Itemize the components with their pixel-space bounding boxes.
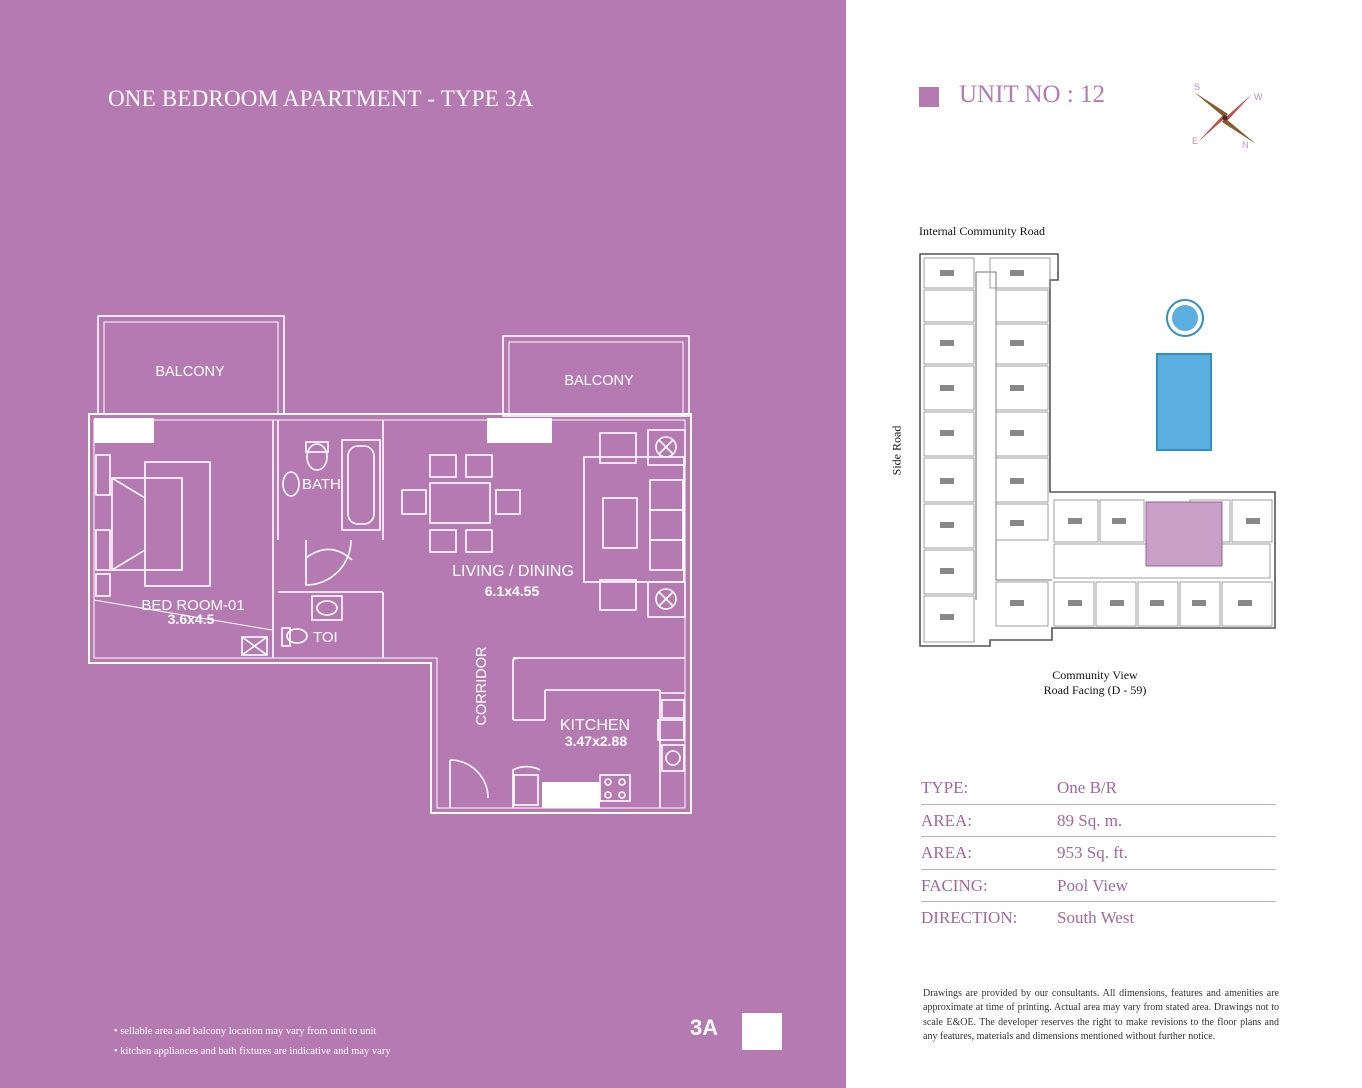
compass-icon: S W N E <box>1192 82 1263 150</box>
toilet-label: TOI <box>313 629 338 646</box>
spec-row-area-sqm: AREA: 89 Sq. m. <box>921 805 1276 837</box>
note-2: • kitchen appliances and bath fixtures a… <box>114 1046 391 1057</box>
bedroom-size: 3.6x4.5 <box>168 611 215 627</box>
kitchen-size: 3.47x2.88 <box>565 733 627 749</box>
plan-notes: • sellable area and balcony location may… <box>114 1022 391 1062</box>
disclaimer-text: Drawings are provided by our consultants… <box>923 988 1279 1042</box>
type-code: 3A <box>690 1015 719 1040</box>
note-1: • sellable area and balcony location may… <box>114 1026 377 1037</box>
spec-table: TYPE: One B/R AREA: 89 Sq. m. AREA: 953 … <box>921 772 1276 934</box>
compass-e: E <box>1192 136 1198 146</box>
spec-row-direction: DIRECTION: South West <box>921 908 1135 927</box>
page-title: ONE BEDROOM APARTMENT - TYPE 3A <box>108 86 534 111</box>
unit-marker-square <box>919 87 939 107</box>
compass-w: W <box>1254 92 1263 102</box>
living-label: LIVING / DINING <box>452 563 574 580</box>
highlighted-unit <box>1145 501 1223 567</box>
bedroom-label: BED ROOM-01 <box>141 597 244 614</box>
type-swatch <box>742 1013 782 1050</box>
floor-plan-panel: ONE BEDROOM APARTMENT - TYPE 3A <box>0 0 846 1088</box>
spec-row-type: TYPE: One B/R <box>921 772 1276 805</box>
corridor-label: CORRIDOR <box>474 647 490 726</box>
balcony-left-label: BALCONY <box>155 364 225 380</box>
main-pool <box>1156 353 1212 451</box>
compass-s: S <box>1194 82 1200 92</box>
compass-n: N <box>1242 140 1249 150</box>
unit-title: UNIT NO : 12 <box>959 81 1106 108</box>
balcony-right-label: BALCONY <box>564 373 634 389</box>
spec-row-facing: FACING: Pool View <box>921 870 1276 902</box>
bath-label: BATH <box>302 476 341 493</box>
living-size: 6.1x4.55 <box>485 583 540 599</box>
floor-plan-drawing: BALCONY BALCONY BATH BED ROOM-01 3.6x4.5… <box>88 315 692 814</box>
spec-row-area-sqft: AREA: 953 Sq. ft. <box>921 837 1276 870</box>
kitchen-label: KITCHEN <box>560 717 630 734</box>
site-label-top: Internal Community Road <box>919 224 1045 238</box>
site-label-bottom: Community View Road Facing (D - 59) <box>1043 668 1147 697</box>
